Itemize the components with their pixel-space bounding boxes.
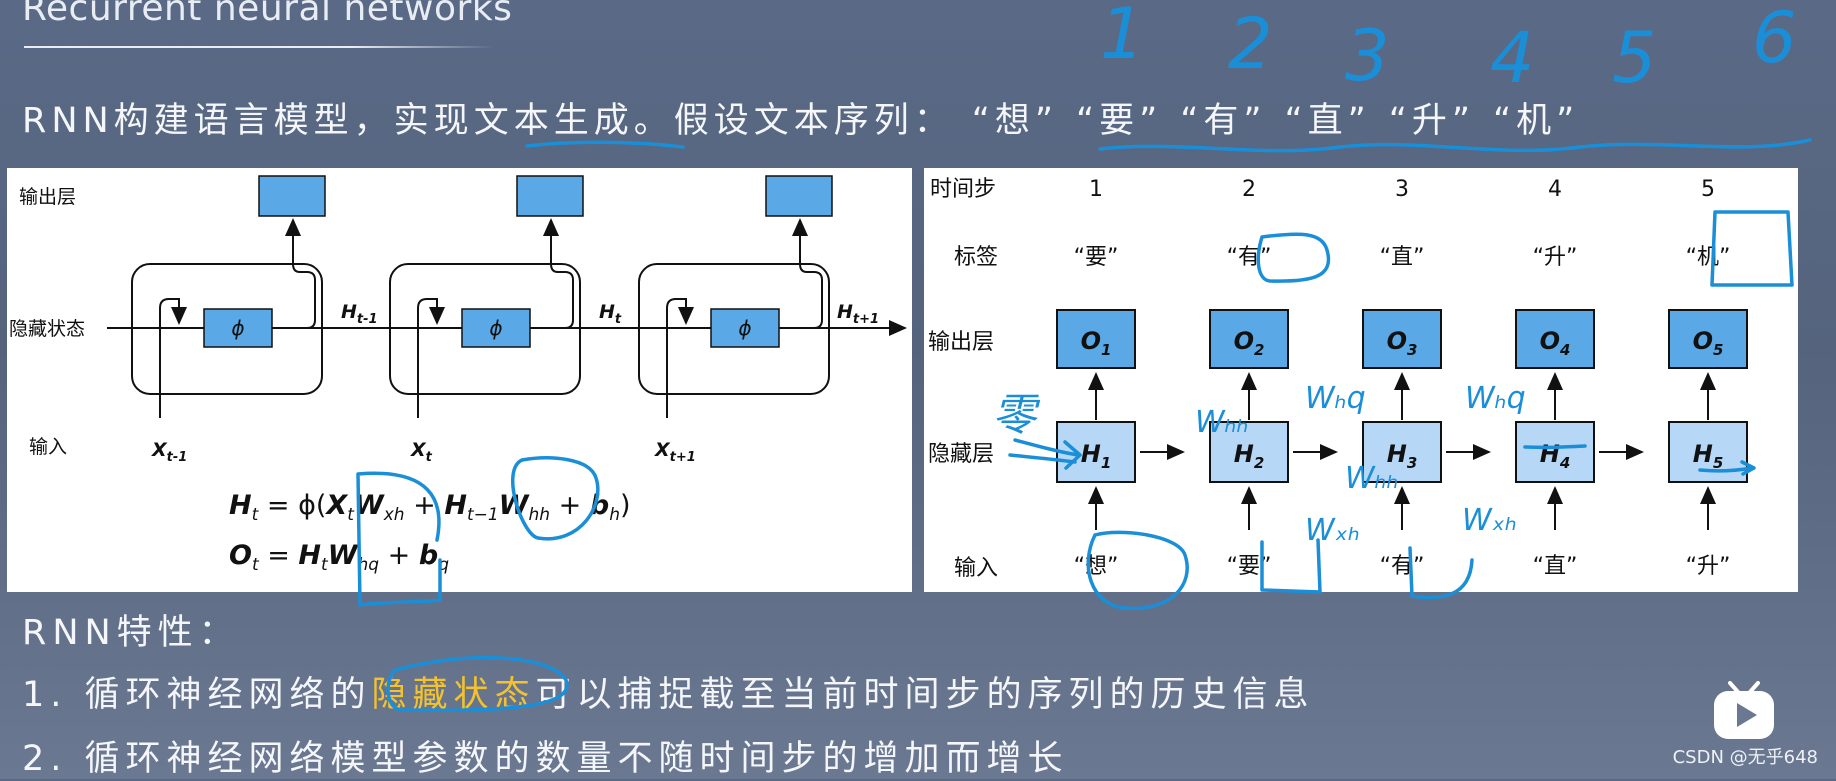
time-step-number: 1 (1089, 177, 1103, 202)
output-symbol: O3 (1387, 327, 1418, 359)
input-token: “有” (1380, 554, 1425, 579)
time-step-column: 4 “升” O4 H4 “直” (1515, 177, 1595, 579)
hidden-box (1515, 421, 1595, 483)
output-box (1362, 309, 1442, 369)
time-step-column: 2 “有” O2 H2 “要” (1209, 177, 1289, 579)
hidden-state-label: 隐藏状态 (9, 318, 85, 340)
output-symbol: O4 (1540, 327, 1571, 359)
output-box (1209, 309, 1289, 369)
input-row-label: 输入 (954, 556, 998, 581)
time-step-column: 3 “直” O3 H3 “有” (1362, 177, 1442, 579)
input-token: “要” (1227, 554, 1272, 579)
handwritten-number: 2 (1228, 3, 1273, 85)
output-box (516, 175, 584, 217)
output-box (1056, 309, 1136, 369)
rnn-language-model-diagram: 时间步 标签 输出层 隐藏层 输入 1 “要” O1 H1 “想” 2 “有” … (924, 168, 1798, 592)
output-box (1515, 309, 1595, 369)
property-1-highlight: 隐藏状态 (371, 675, 536, 715)
equation-hidden: Ht = ϕ(XtWxh + Ht−1Whh + bh) (229, 490, 631, 525)
property-1: 1. 循环神经网络的隐藏状态可以捕捉截至当前时间步的序列的历史信息 (22, 666, 1315, 717)
target-label: “升” (1533, 245, 1578, 270)
time-step-column: 5 “机” O5 H5 “升” (1668, 177, 1748, 579)
target-label: “要” (1074, 245, 1119, 270)
title-underline (24, 46, 494, 48)
target-label: “机” (1686, 245, 1731, 270)
hidden-row-label: 隐藏层 (928, 442, 994, 467)
phi-box (203, 308, 273, 348)
sequence-item: “有” (1180, 101, 1267, 141)
rnn-cell-3: ϕ (638, 175, 833, 418)
hidden-symbol: H3 (1387, 440, 1418, 472)
input-x-label: Xt-1 (151, 439, 187, 465)
time-step-number: 4 (1548, 177, 1562, 202)
hidden-label: Ht+1 (837, 301, 879, 327)
output-box (258, 175, 326, 217)
hidden-symbol: H1 (1081, 440, 1112, 472)
properties-title: RNN特性： (22, 613, 240, 653)
target-label: “有” (1227, 245, 1272, 270)
input-x-label: Xt (410, 439, 433, 465)
handwritten-number: 5 (1612, 17, 1657, 99)
csdn-watermark: CSDN @无乎648 (1672, 747, 1818, 768)
input-token: “升” (1686, 554, 1731, 579)
intro-suffix: 。假设文本序列： (633, 101, 954, 141)
handwritten-number: 1 (1100, 0, 1145, 75)
property-1-prefix: 1. 循环神经网络的 (22, 675, 372, 715)
sequence-item: “升” (1388, 101, 1476, 141)
input-x-label: Xt+1 (654, 439, 696, 465)
sequence-item: “直” (1284, 101, 1371, 141)
output-symbol: O2 (1234, 327, 1265, 359)
rnn-cell-2: ϕ (389, 175, 584, 418)
video-play-icon[interactable] (1712, 681, 1776, 741)
phi-label: ϕ (489, 316, 502, 340)
input-token: “直” (1533, 554, 1578, 579)
handwritten-number: 3 (1345, 15, 1390, 97)
sequence-item: “要” (1075, 101, 1163, 141)
hidden-label: Ht (599, 301, 622, 327)
intro-line: RNN构建语言模型，实现文本生成。假设文本序列： “想” “要” “有” “直” “升” “… (22, 92, 1579, 143)
output-symbol: O1 (1081, 327, 1112, 359)
phi-label: ϕ (738, 316, 751, 340)
property-2: 2. 循环神经网络模型参数的数量不随时间步的增加而增长 (22, 739, 1069, 779)
rnn-unrolled-diagram: 输出层 隐藏状态 输入 ϕ ϕ ϕ Ht-1 Ht Ht+1 Xt-1 Xt X… (7, 168, 912, 592)
phi-box (710, 308, 780, 348)
hidden-label: Ht-1 (341, 301, 378, 327)
handwritten-number: 4 (1490, 17, 1535, 99)
time-step-column: 1 “要” O1 H1 “想” (1056, 177, 1136, 579)
hidden-symbol: H2 (1234, 440, 1265, 472)
time-step-number: 2 (1242, 177, 1256, 202)
time-step-number: 3 (1395, 177, 1409, 202)
rnn-cell-1: ϕ (131, 175, 326, 418)
time-step-label: 时间步 (930, 177, 996, 202)
slide-title: Recurrent neural networks (22, 0, 513, 29)
sequence-item: “机” (1493, 101, 1580, 141)
output-box (1668, 309, 1748, 369)
hidden-box (1209, 421, 1289, 483)
phi-label: ϕ (231, 316, 244, 340)
sequence-item: “想” (971, 101, 1058, 141)
time-step-number: 5 (1701, 177, 1715, 202)
output-row-label: 输出层 (928, 330, 994, 355)
emphasis-underline (525, 140, 685, 149)
hidden-box (1362, 421, 1442, 483)
equation-output: Ot = HtWhq + bq (229, 540, 449, 575)
intro-prefix: RNN构建语言模型，实现 (22, 101, 474, 141)
label-row-label: 标签 (954, 245, 998, 270)
input-label: 输入 (29, 436, 67, 458)
property-1-suffix: 可以捕捉截至当前时间步的序列的历史信息 (535, 675, 1315, 715)
phi-box (461, 308, 531, 348)
input-token: “想” (1074, 554, 1119, 579)
output-layer-label: 输出层 (19, 186, 76, 208)
target-label: “直” (1380, 245, 1425, 270)
output-symbol: O5 (1693, 327, 1724, 359)
intro-emphasis: 文本生成 (473, 101, 634, 141)
output-box (765, 175, 833, 217)
handwritten-number: 6 (1752, 0, 1797, 79)
